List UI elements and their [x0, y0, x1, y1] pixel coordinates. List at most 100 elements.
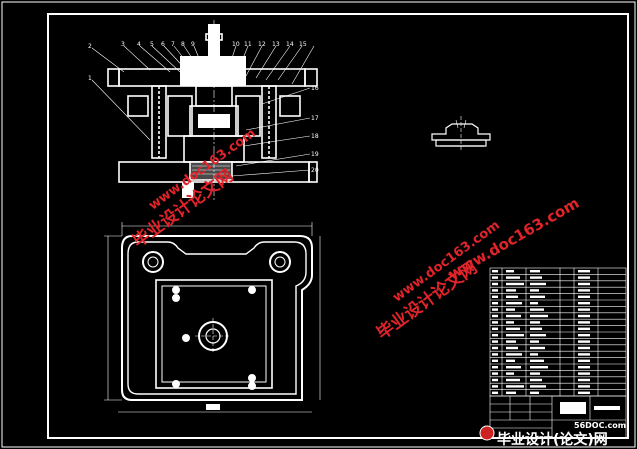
part-numbers: 2 3 4 5 6 7 8 9 10 11 12 13 14 15 1 16 1… [88, 41, 319, 174]
part-number: 15 [299, 41, 307, 48]
part-number: 5 [150, 41, 154, 48]
table-cell-mark [492, 327, 498, 330]
table-cell-mark [578, 346, 590, 350]
table-cell-mark [506, 270, 514, 273]
table-cell-mark [492, 366, 498, 369]
part-number: 19 [311, 151, 319, 158]
table-cell-mark [578, 372, 590, 375]
table-cell-mark [578, 308, 590, 311]
table-cell-mark [492, 340, 498, 343]
table-cell-mark [530, 327, 542, 330]
part-number: 9 [191, 41, 195, 48]
table-cell-mark [492, 378, 498, 382]
table-cell-mark [578, 289, 590, 292]
table-cell-mark [530, 321, 540, 324]
title-block [489, 395, 627, 439]
table-cell-mark [506, 276, 520, 279]
logo-small-text: 56DOC.com [574, 421, 626, 430]
table-cell-mark [530, 302, 538, 305]
table-cell-mark [506, 366, 521, 369]
plan-view [121, 235, 313, 410]
table-cell-mark [578, 334, 590, 337]
table-cell-mark [492, 359, 498, 362]
table-cell-mark [530, 314, 548, 318]
part-number: 13 [272, 41, 280, 48]
table-cell-mark [506, 346, 518, 350]
table-cell-mark [506, 372, 514, 375]
table-cell-mark [530, 391, 539, 394]
table-cell-mark [578, 321, 590, 324]
table-cell-mark [578, 295, 590, 298]
table-cell-mark [492, 282, 498, 286]
table-cell-mark [506, 391, 516, 394]
table-cell-mark [578, 385, 590, 388]
table-cell-mark [506, 308, 515, 311]
watermark-group-1: 毕业设计论文网 www.doc163.com [129, 126, 259, 252]
part-number: 18 [311, 133, 319, 140]
table-cell-mark [506, 378, 520, 382]
table-cell-mark [506, 327, 520, 330]
table-cell-mark [506, 353, 522, 356]
table-cell-mark [530, 366, 548, 369]
table-cell-mark [506, 359, 515, 362]
table-cell-mark [530, 353, 538, 356]
table-cell-mark [492, 308, 498, 311]
table-cell-mark [492, 302, 498, 305]
table-cell-mark [578, 366, 590, 369]
table-cell-mark [492, 334, 498, 337]
part-number: 1 [88, 75, 92, 82]
part-number: 8 [181, 41, 185, 48]
table-cell-mark [506, 282, 524, 286]
table-cell-mark [506, 340, 516, 343]
table-cell-mark [492, 321, 498, 324]
table-cell-mark [492, 314, 498, 318]
part-number: 20 [311, 167, 319, 174]
table-cell-mark [530, 334, 546, 337]
table-cell-mark [492, 276, 498, 279]
part-number: 16 [311, 85, 319, 92]
table-cell-mark [578, 282, 590, 286]
table-cell-mark [530, 340, 539, 343]
part-number: 7 [171, 41, 175, 48]
logo-large-text: 毕业设计(论文)网 [497, 431, 608, 448]
table-cell-mark [530, 346, 545, 350]
table-cell-mark [492, 385, 498, 388]
part-number: 6 [161, 41, 165, 48]
table-cell-mark [506, 295, 518, 298]
table-cell-mark [492, 353, 498, 356]
table-cell-mark [530, 276, 542, 279]
part-number: 2 [88, 43, 92, 50]
part-number: 4 [137, 41, 141, 48]
table-cell-mark [530, 385, 546, 388]
table-cell-mark [530, 289, 539, 292]
leader-lines [91, 45, 315, 177]
part-number: 11 [244, 41, 252, 48]
table-cell-mark [578, 353, 590, 356]
table-cell-mark [492, 289, 498, 292]
table-cell-mark [506, 314, 521, 318]
inner-frame [47, 13, 629, 439]
table-cell-mark [578, 270, 590, 273]
table-cell-mark [506, 289, 516, 292]
table-cell-mark [578, 314, 590, 318]
part-detail-view [431, 116, 491, 150]
table-cell-mark [578, 276, 590, 279]
table-cell-mark [530, 295, 545, 298]
table-cell-mark [578, 340, 590, 343]
part-number: 3 [121, 41, 125, 48]
table-cell-mark [530, 378, 542, 382]
table-cell-mark [578, 359, 590, 362]
table-cell-mark [506, 334, 524, 337]
table-cell-mark [530, 372, 540, 375]
table-cell-mark [578, 391, 590, 394]
table-cell-mark [506, 302, 522, 305]
part-number: 14 [286, 41, 294, 48]
table-cell-mark [530, 359, 544, 362]
table-cell-mark [530, 282, 546, 286]
table-cell-mark [492, 346, 498, 350]
table-cell-mark [578, 327, 590, 330]
parts-list-table [489, 267, 627, 397]
part-number: 10 [232, 41, 240, 48]
